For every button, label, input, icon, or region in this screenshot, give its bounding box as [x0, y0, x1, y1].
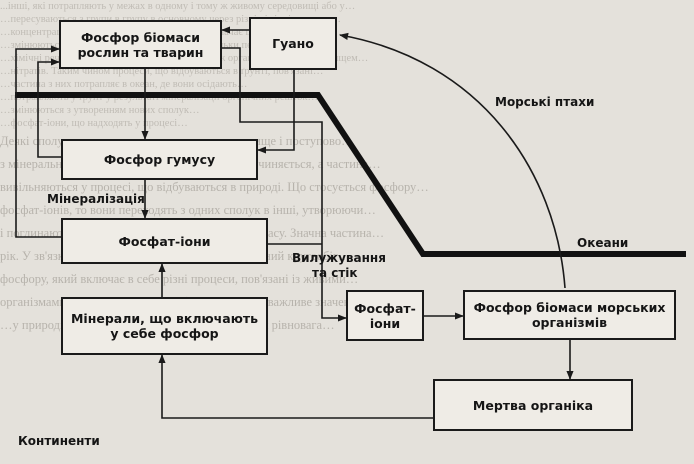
- label-continents: Континенти: [18, 434, 100, 448]
- box-humus: Фосфор гумусу: [61, 139, 258, 180]
- box-biomass-sea-text: Фосфор біомаси морських організмів: [473, 300, 666, 330]
- box-dead-organic: Мертва органіка: [433, 379, 633, 431]
- label-leaching-line2: та стік: [312, 266, 358, 280]
- box-minerals-text: Мінерали, що включають у себе фосфор: [70, 311, 258, 341]
- arrow-phosphate-to-biomass: [15, 45, 61, 238]
- arrow-humus-to-biomass: [37, 58, 61, 158]
- box-minerals: Мінерали, що включають у себе фосфор: [61, 297, 268, 355]
- label-mineralization: Мінералізація: [47, 192, 145, 206]
- land-ocean-boundary-line: [15, 92, 686, 257]
- box-biomass-land: Фосфор біомаси рослин та тварин: [59, 20, 222, 69]
- box-biomass-sea: Фосфор біомаси морських організмів: [463, 290, 676, 340]
- box-humus-text: Фосфор гумусу: [103, 152, 216, 167]
- arrow-dead-organic-to-minerals: [158, 354, 433, 419]
- arrow-biomass-leaching: [222, 47, 347, 322]
- box-phosphate-sea-text: Фосфат-іони: [354, 300, 416, 331]
- box-phosphate-sea: Фосфат-іони: [346, 290, 424, 341]
- box-phosphate-land-text: Фосфат-іони: [118, 233, 211, 249]
- arrow-seabirds-to-guano: [339, 32, 566, 289]
- box-guano: Гуано: [249, 17, 337, 70]
- box-guano-text: Гуано: [272, 36, 314, 51]
- box-phosphate-land: Фосфат-іони: [61, 218, 268, 264]
- box-biomass-land-text: Фосфор біомаси рослин та тварин: [77, 29, 204, 60]
- label-seabirds: Морські птахи: [495, 95, 595, 109]
- label-oceans: Океани: [577, 236, 629, 250]
- arrow-guano-to-humus: [257, 70, 295, 154]
- box-dead-organic-text: Мертва органіка: [472, 397, 594, 413]
- label-leaching-line1: Вилужування: [292, 251, 386, 265]
